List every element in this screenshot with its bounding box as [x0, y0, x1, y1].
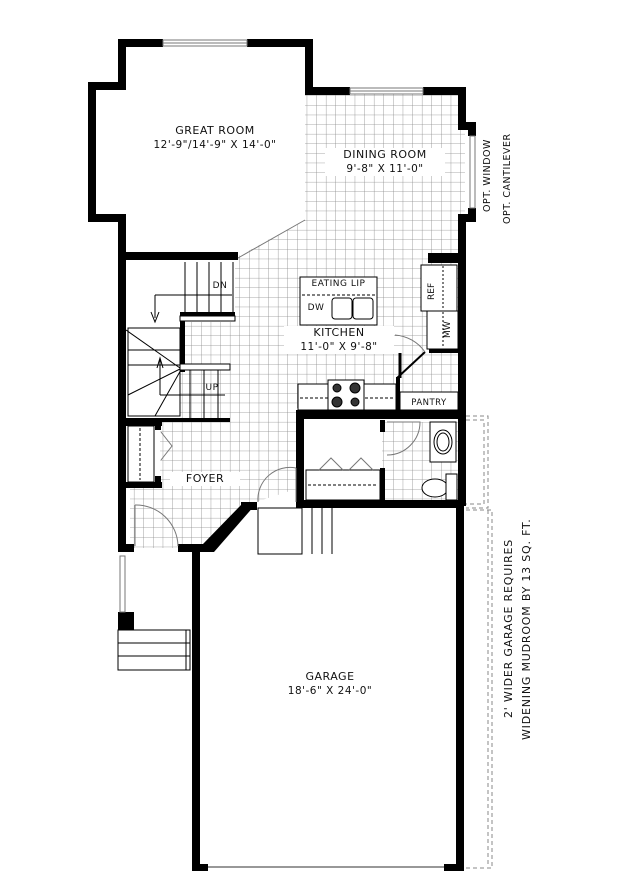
garage-label: GARAGE 18'-6" X 24'-0" [260, 670, 400, 698]
foyer-closet [127, 425, 173, 483]
room-boundary [237, 219, 306, 259]
eating-lip-label: EATING LIP [311, 279, 366, 289]
powder-room [386, 421, 458, 501]
refrigerator-label: REF [427, 282, 437, 300]
dining-room-label: DINING ROOM 9'-8" X 11'-0" [325, 148, 445, 176]
pantry-area [394, 334, 459, 411]
room-name: DINING ROOM [325, 148, 445, 162]
garage-note-line2: WIDENING MUDROOM BY 13 SQ. FT. [520, 518, 533, 740]
optional-garage-extension [464, 415, 493, 869]
room-dimensions: 9'-8" X 11'-0" [325, 162, 445, 176]
stairs-up-label: UP [205, 383, 219, 393]
windows [119, 39, 476, 613]
kitchen-label: KITCHEN 11'-0" X 9'-8" [284, 326, 394, 354]
room-dimensions: 12'-9"/14'-9" X 14'-0" [153, 139, 277, 151]
fridge-microwave [420, 264, 459, 350]
opt-window-note: OPT. WINDOW [482, 139, 493, 212]
exterior-walls [88, 39, 476, 871]
doors [134, 466, 297, 547]
room-name: KITCHEN [284, 326, 394, 340]
garage-entry-steps [257, 507, 333, 555]
pantry-label: PANTRY [411, 398, 447, 408]
stairs-down-label: DN [212, 281, 228, 291]
staircase [125, 262, 236, 418]
room-name: GREAT ROOM [175, 124, 255, 137]
room-name: FOYER [170, 472, 240, 486]
garage-note-line1: 2' WIDER GARAGE REQUIRES [502, 538, 515, 718]
room-dimensions: 18'-6" X 24'-0" [287, 685, 373, 697]
room-dimensions: 11'-0" X 9'-8" [284, 340, 394, 354]
great-room-label: GREAT ROOM 12'-9"/14'-9" X 14'-0" [135, 124, 295, 152]
kitchen-island [299, 276, 378, 326]
foyer-label: FOYER [170, 472, 240, 486]
mudroom-bench [305, 457, 381, 501]
microwave-label: MW [443, 321, 453, 338]
room-name: GARAGE [305, 670, 355, 683]
porch-steps [117, 629, 191, 671]
kitchen-counter [297, 379, 397, 411]
opt-cantilever-note: OPT. CANTILEVER [502, 133, 513, 224]
dishwasher-label: DW [307, 303, 325, 313]
